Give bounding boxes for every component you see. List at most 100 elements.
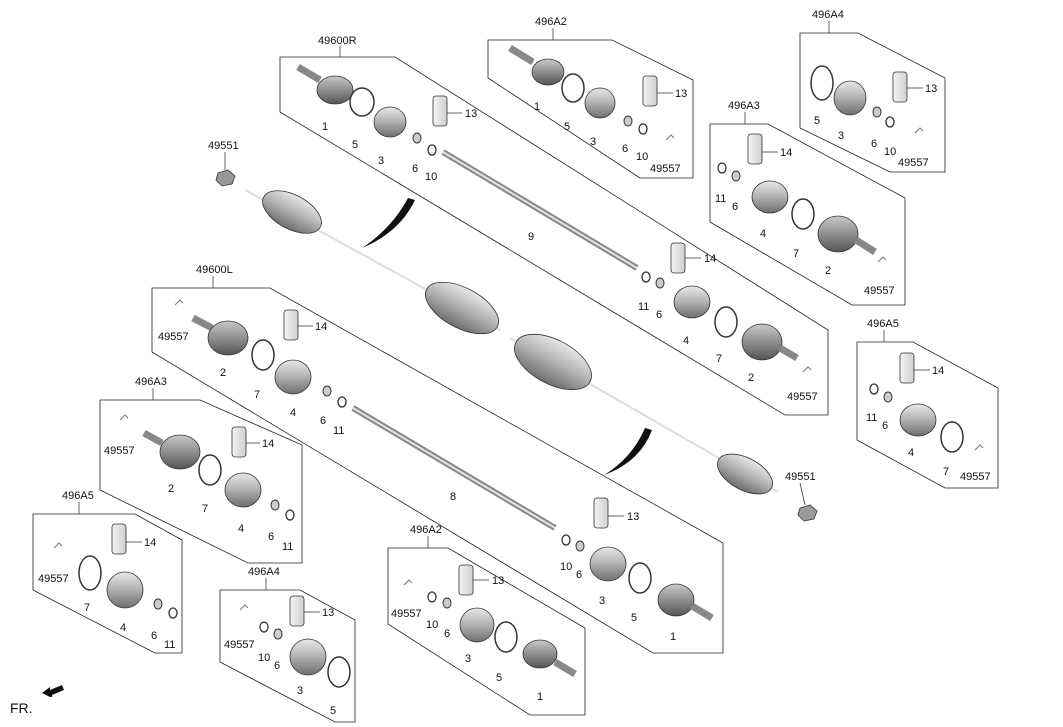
callout-6: 6 [320,415,326,427]
callout-11: 11 [333,425,344,437]
small-clip [427,144,437,156]
callout-7: 7 [943,466,949,478]
callout-13: 13 [627,511,639,523]
label-496A5-right: 496A5 [867,318,899,330]
hub-nut-bottom [797,504,818,522]
callout-10: 10 [884,146,896,158]
callout-1: 1 [537,691,543,703]
parts-496A4-top [810,65,924,134]
inner-joint-housing [425,281,499,335]
callout-11: 11 [164,639,175,651]
front-direction-label: FR. [10,700,33,716]
parts-496A2-top [508,45,675,141]
clamp-ring [349,87,375,117]
parts-49600R-inner [641,242,812,373]
callout-11: 11 [715,193,726,205]
lower-drive-shaft-assembly [509,333,779,495]
callout-2: 2 [825,265,831,277]
callout-1: 1 [670,631,676,643]
group-labels: 49600R 496A2 496A4 496A3 49551 49600L 49… [62,9,899,590]
callout-8: 8 [450,491,456,503]
callout-10: 10 [258,652,270,664]
parts-496A4-bottom [239,595,351,688]
frame-496A2-top [487,39,694,179]
label-496A2-top: 496A2 [535,16,567,28]
label-49600R: 49600R [318,35,357,47]
callout-49557: 49557 [864,285,895,297]
upper-drive-shaft-assembly [244,189,501,335]
callout-10: 10 [426,619,438,631]
parts-496A3-right [717,133,887,263]
callout-11: 11 [866,412,877,424]
frame-496A3-left [99,399,303,564]
callout-4: 4 [120,622,126,634]
callout-13: 13 [675,88,687,100]
callout-7: 7 [716,353,722,365]
shaft-part-9 [441,149,639,271]
hub-nut-top [215,169,236,187]
callout-6: 6 [412,163,418,175]
callout-5: 5 [330,705,336,717]
callout-2: 2 [168,483,174,495]
callout-3: 3 [599,595,605,607]
frame-496A2-bottom [387,547,586,716]
callout-wedge-lower [604,428,652,475]
callout-14: 14 [932,365,944,377]
callout-49557: 49557 [898,157,929,169]
parts-496A3-left [119,414,295,521]
callout-3: 3 [297,685,303,697]
callout-4: 4 [238,523,244,535]
grease-bottle [432,95,448,127]
callout-13: 13 [925,83,937,95]
frame-496A5-left [32,513,183,654]
frame-496A3-right [709,123,906,306]
callout-6: 6 [151,630,157,642]
callout-3: 3 [465,653,471,665]
outer-joint-boot [717,453,773,495]
callout-10: 10 [636,151,648,163]
joint-housing [316,75,354,105]
callout-1: 1 [322,121,328,133]
callout-14: 14 [780,147,792,159]
label-496A4-bottom: 496A4 [248,566,280,578]
callout-3: 3 [838,130,844,142]
small-ring [412,132,422,144]
callout-6: 6 [882,420,888,432]
callout-4: 4 [683,335,689,347]
callout-6: 6 [732,201,738,213]
parts-49600R [296,63,448,156]
callout-4: 4 [908,447,914,459]
callout-49557: 49557 [391,608,422,620]
callout-49557: 49557 [224,639,255,651]
callout-14: 14 [144,537,156,549]
label-496A2-bottom: 496A2 [410,524,442,536]
callout-49557: 49557 [787,391,818,403]
front-direction-arrow-icon [42,685,64,697]
callout-3: 3 [590,136,596,148]
frame-49600R [279,56,829,416]
inner-joint-housing [514,333,592,391]
callout-1: 1 [534,101,540,113]
frame-496A4-bottom [219,589,356,723]
callout-6: 6 [444,628,450,640]
callout-49557: 49557 [104,445,135,457]
callout-11: 11 [638,301,649,313]
parts-496A5-left [53,523,178,619]
callout-14: 14 [262,438,274,450]
frame-49600L [151,287,724,654]
callout-13: 13 [322,607,334,619]
callout-3: 3 [378,155,384,167]
label-496A3-right: 496A3 [728,100,760,112]
callout-49557: 49557 [38,573,69,585]
callout-2: 2 [748,372,754,384]
callout-5: 5 [564,121,570,133]
callout-6: 6 [576,569,582,581]
callout-11: 11 [282,541,293,553]
callout-6: 6 [656,309,662,321]
callout-13: 13 [465,108,477,120]
boot [373,106,407,138]
label-49600L: 49600L [196,264,233,276]
label-496A4-top: 496A4 [812,9,844,21]
callout-49557: 49557 [650,163,681,175]
parts-49600L-outer [561,497,714,622]
